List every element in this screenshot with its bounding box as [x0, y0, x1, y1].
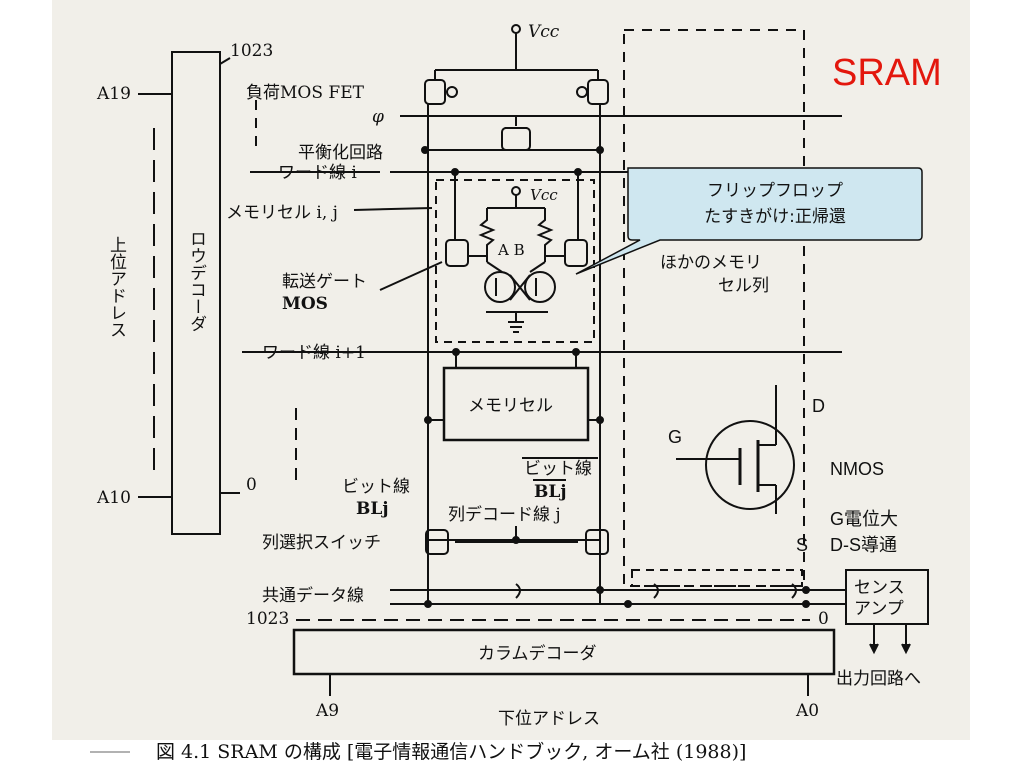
column-select-switch-label: 列選択スイッチ [262, 533, 381, 553]
upper-address-label: 上位アドレス [106, 236, 127, 338]
a9-label: A9 [315, 701, 339, 721]
bl-j-bar-label: BLj [534, 482, 566, 502]
memory-cell-box [442, 366, 590, 442]
word-line-i-label: ワード線 i [278, 163, 357, 183]
memory-cell-ij-label: メモリセル i, j [226, 203, 338, 223]
output-circuit-label: 出力回路へ [836, 669, 921, 689]
other-columns-label-2: セル列 [718, 276, 769, 296]
nmos-g-label: G [668, 427, 682, 447]
nmos-symbol [676, 385, 795, 514]
other-columns-box [623, 29, 805, 587]
bit-line-bar-label: ビット線 [524, 459, 592, 479]
a19-label: A19 [96, 84, 131, 104]
a10-label: A10 [96, 488, 131, 508]
row-top-index: 1023 [230, 41, 273, 61]
column-decoder-box [292, 628, 836, 676]
callout-line-2: たすきがけ:正帰還 [704, 207, 846, 227]
node-ab-label: A B [497, 241, 525, 259]
bit-line-label: ビット線 [342, 477, 410, 497]
memory-cell-ij-box [435, 179, 595, 343]
column-decoder-label: カラムデコーダ [478, 643, 597, 664]
column-decode-line-label: 列デコード線 j [448, 504, 561, 525]
balance-circuit-label: 平衡化回路 [298, 143, 383, 163]
sense-amp-box [845, 569, 929, 625]
scanned-figure-background [52, 0, 970, 740]
word-line-i1-label: ワード線 i+1 [262, 343, 366, 363]
sense-amp-label-1: センス [854, 578, 905, 598]
nmos-note-2: D-S導通 [830, 535, 897, 555]
slide-title: SRAM [832, 52, 942, 94]
vcc-cell-label: Vcc [530, 186, 558, 204]
col-right-index: 0 [818, 609, 829, 629]
sense-amp-label-2: アンプ [854, 599, 904, 619]
callout-bubble [575, 167, 923, 275]
phi-label: φ [372, 107, 384, 127]
lower-address-label: 下位アドレス [498, 709, 600, 729]
load-mos-label: 負荷MOS FET [246, 83, 365, 103]
row-decoder-box [171, 51, 221, 535]
common-data-line-label: 共通データ線 [262, 585, 364, 606]
nmos-s-label: S [796, 535, 808, 555]
nmos-note-1: G電位大 [830, 509, 898, 529]
col-left-index: 1023 [246, 609, 289, 629]
a0-label: A0 [795, 701, 819, 721]
transfer-gate-label: 転送ゲート [282, 272, 367, 292]
row-bottom-index: 0 [246, 475, 257, 495]
memory-cell-label: メモリセル [468, 396, 553, 416]
nmos-d-label: D [812, 396, 825, 416]
other-columns-label-1: ほかのメモリ [660, 253, 762, 273]
nmos-type-label: NMOS [830, 459, 884, 479]
callout-line-1: フリップフロップ [707, 181, 843, 201]
bl-j-label: BLj [356, 499, 388, 519]
figure-caption: 図 4.1 SRAM の構成 [電子情報通信ハンドブック, オーム社 (1988… [156, 740, 746, 763]
mos-label: MOS [282, 294, 328, 314]
vcc-top-label: Vcc [528, 22, 560, 42]
row-decoder-label: ロウデコーダ [186, 230, 206, 332]
